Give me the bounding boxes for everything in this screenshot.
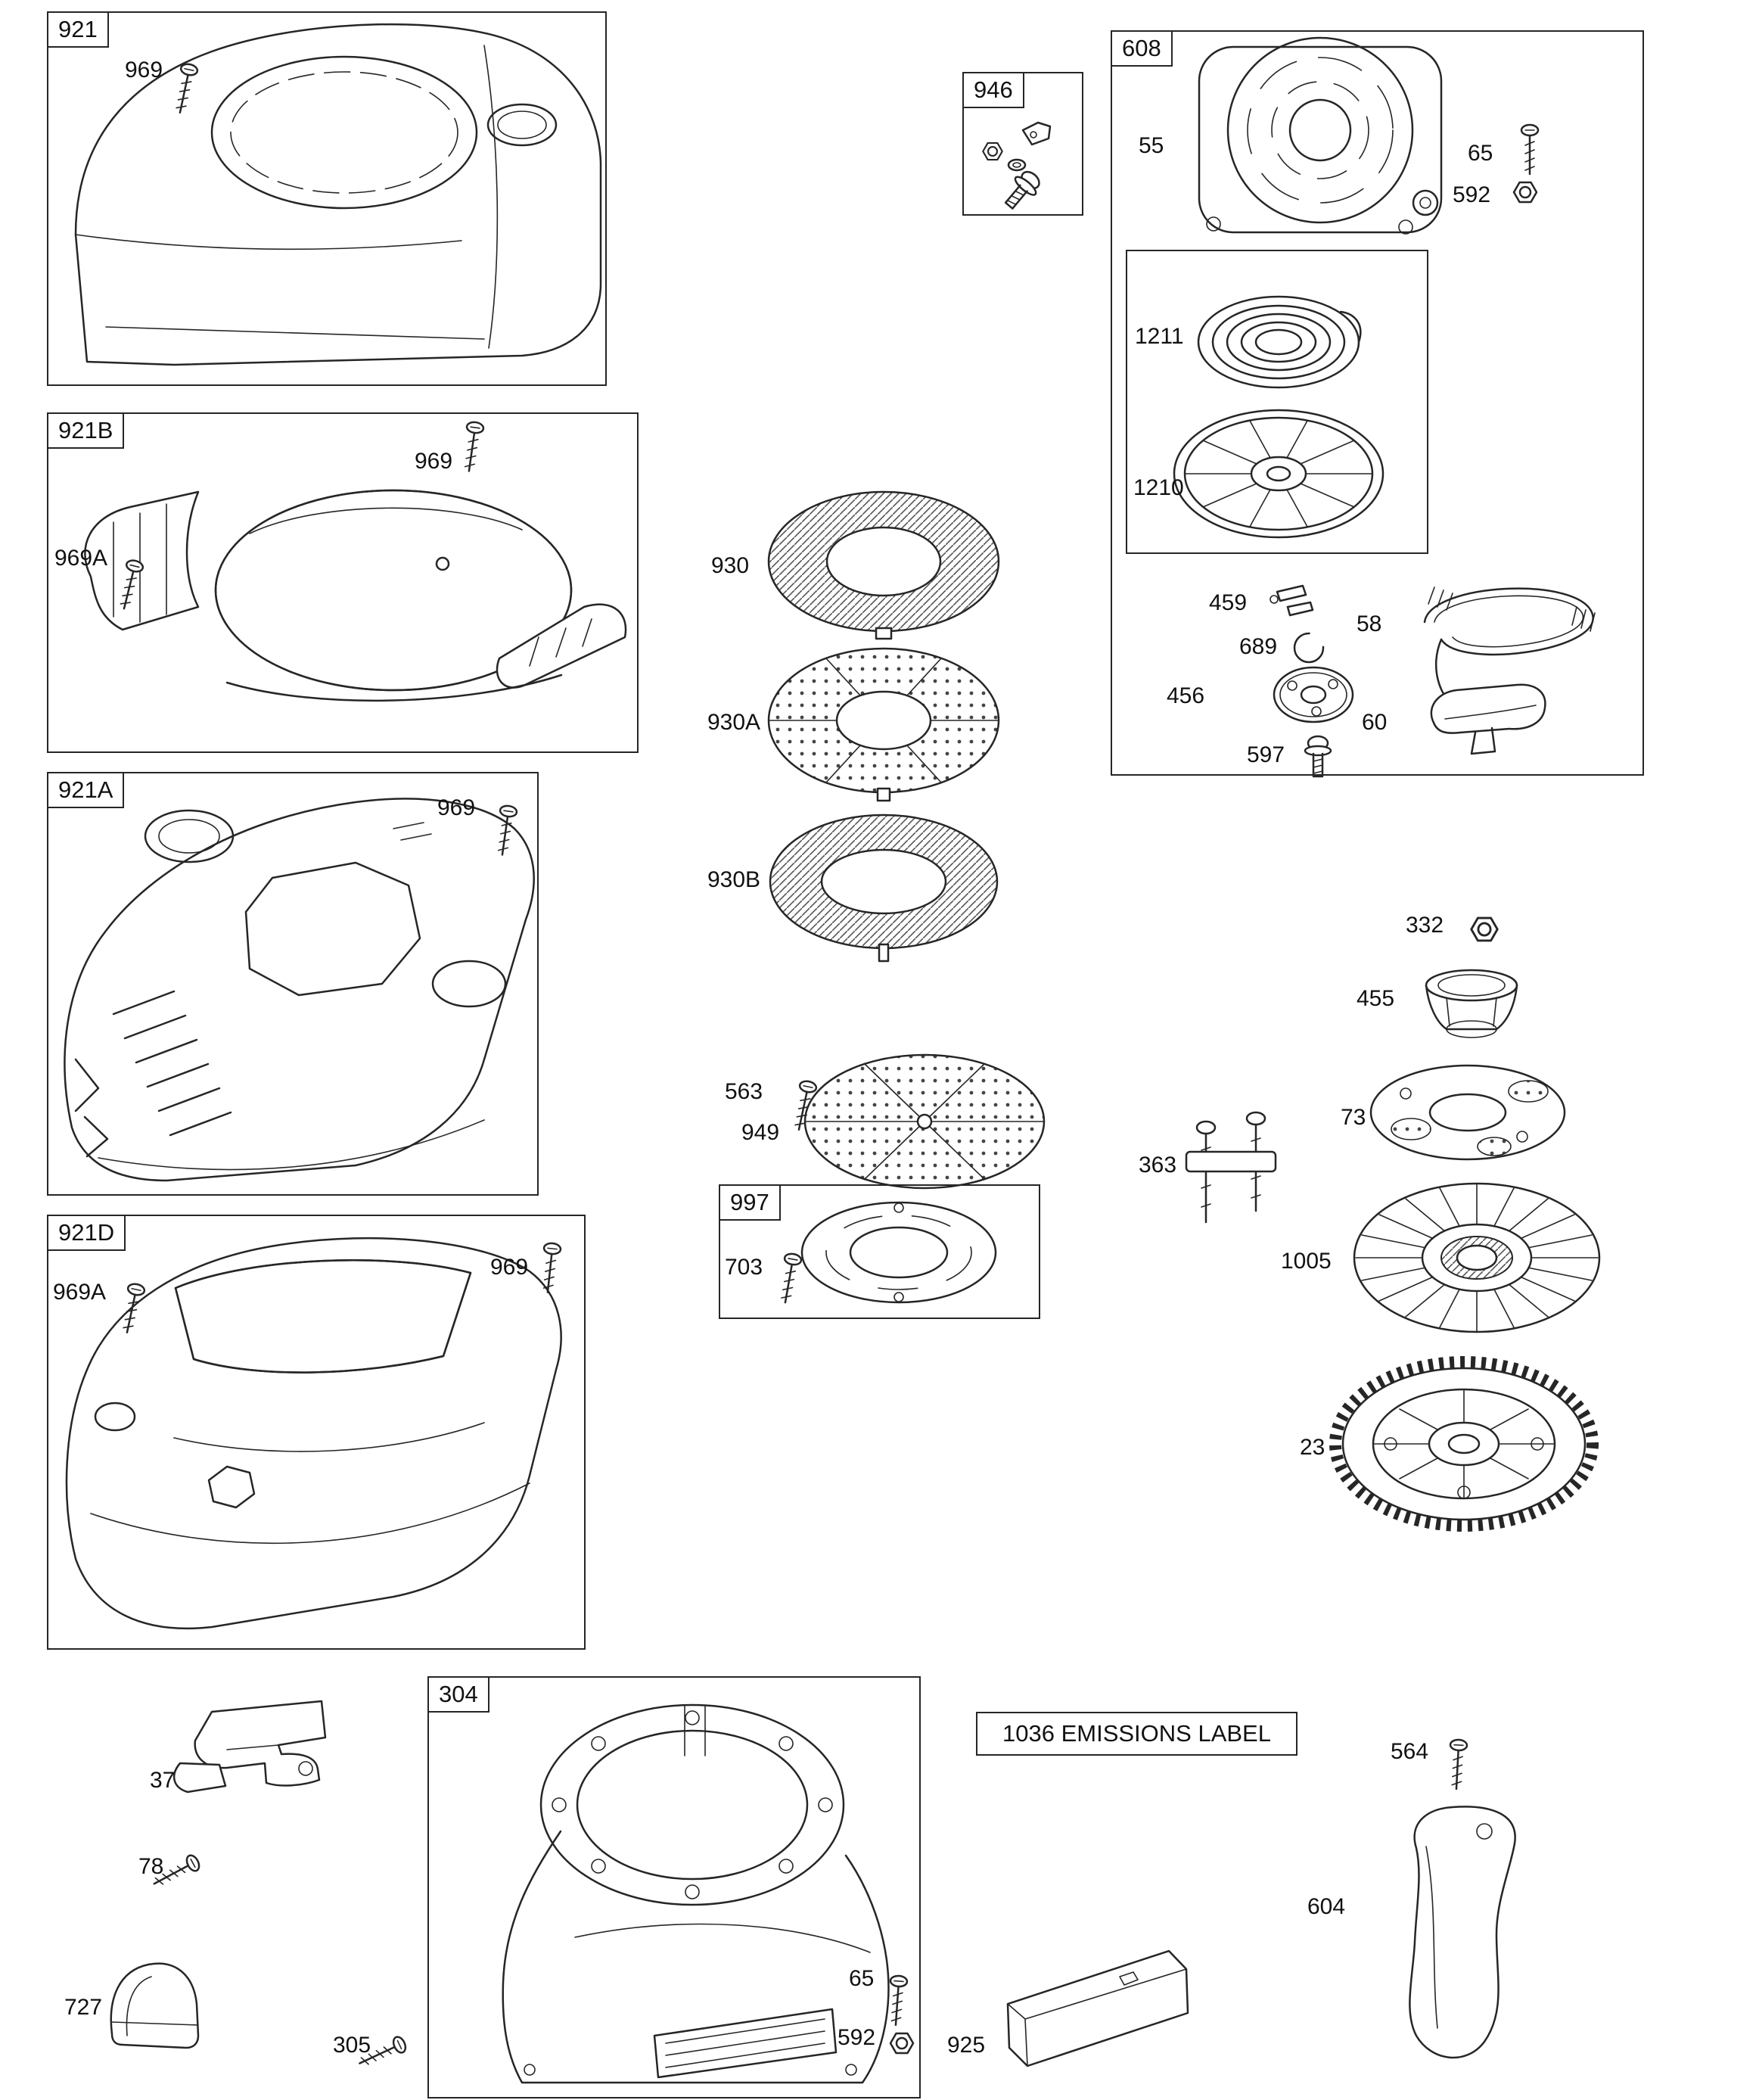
callout-78: 78 (138, 1854, 164, 1879)
screen-930B-drawing (769, 814, 999, 963)
callout-592-304: 592 (838, 2025, 876, 2050)
callout-58: 58 (1357, 611, 1382, 636)
group-box-921B: 921B (47, 412, 639, 753)
callout-930: 930 (711, 553, 750, 578)
group-label-921B: 921B (47, 412, 125, 450)
screen-949-drawing (789, 1053, 1046, 1190)
group-label-946: 946 (962, 72, 1024, 109)
callout-456: 456 (1167, 683, 1205, 708)
cover-921D-drawing (65, 1237, 562, 1630)
housing-304-drawing (355, 1703, 915, 2084)
callout-930A: 930A (707, 710, 761, 735)
callout-949: 949 (741, 1120, 780, 1145)
group-label-304: 304 (427, 1676, 489, 1713)
group-label-921A: 921A (47, 772, 125, 809)
callout-60: 60 (1362, 710, 1388, 735)
group-label-608: 608 (1111, 30, 1173, 67)
cover-727-drawing (110, 1962, 200, 2049)
group-box-921D: 921D (47, 1215, 586, 1650)
flywheel-stack-drawing (1185, 916, 1601, 1532)
ring-997-drawing (775, 1201, 997, 1305)
emissions-label-box: 1036 EMISSIONS LABEL (976, 1712, 1297, 1756)
callout-597: 597 (1247, 742, 1285, 767)
group-box-921A: 921A (47, 772, 539, 1196)
callout-363: 363 (1139, 1153, 1177, 1178)
callout-969A-921D: 969A (53, 1280, 107, 1305)
cover-921-drawing (74, 23, 602, 366)
group-box-608: 608 (1111, 30, 1644, 776)
callout-37: 37 (150, 1768, 176, 1793)
callout-65-608: 65 (1468, 141, 1493, 166)
callout-1211: 1211 (1135, 324, 1184, 349)
callout-563: 563 (725, 1079, 763, 1104)
callout-969-921: 969 (125, 58, 163, 82)
callout-969-921A: 969 (437, 795, 476, 820)
group-label-921: 921 (47, 11, 109, 48)
callout-73: 73 (1341, 1105, 1366, 1130)
callout-65-304: 65 (849, 1966, 875, 1991)
callout-930B: 930B (707, 867, 761, 892)
callout-604: 604 (1307, 1894, 1346, 1919)
callout-969-921B: 969 (415, 449, 453, 474)
group-box-946: 946 (962, 72, 1083, 216)
group-label-997: 997 (719, 1184, 781, 1221)
callout-969-921D: 969 (490, 1255, 529, 1280)
group-box-921: 921 (47, 11, 607, 386)
callout-23: 23 (1300, 1435, 1325, 1460)
hardware-946-drawing (982, 121, 1052, 215)
bracket-37-drawing (172, 1700, 327, 1794)
recoil-starter-608-drawing (1173, 36, 1596, 778)
callout-703: 703 (725, 1255, 763, 1280)
group-box-997: 997 (719, 1184, 1040, 1319)
screen-930-drawing (767, 490, 1000, 640)
callout-455: 455 (1357, 986, 1395, 1011)
callout-564: 564 (1391, 1739, 1429, 1764)
callout-925: 925 (947, 2033, 986, 2058)
callout-55: 55 (1139, 133, 1164, 158)
cover-921B-drawing (84, 420, 627, 702)
group-box-recoil-inner (1126, 250, 1428, 554)
callout-592-608: 592 (1453, 182, 1491, 207)
callout-1210: 1210 (1133, 475, 1184, 500)
guard-604-drawing (1409, 1738, 1516, 2059)
cover-921A-drawing (64, 798, 535, 1182)
callout-727: 727 (64, 1995, 103, 2020)
group-box-304: 304 (427, 1676, 921, 2098)
callout-459: 459 (1209, 590, 1248, 615)
callout-969A-921B: 969A (54, 546, 108, 571)
emissions-label-text: 1036 EMISSIONS LABEL (1002, 1720, 1271, 1747)
screen-930A-drawing (767, 647, 1000, 802)
callout-1005: 1005 (1281, 1249, 1332, 1274)
plate-925-drawing (1006, 1949, 1189, 2067)
callout-689: 689 (1239, 634, 1278, 659)
callout-305: 305 (333, 2033, 371, 2058)
group-label-921D: 921D (47, 1215, 126, 1252)
callout-332: 332 (1406, 913, 1444, 938)
